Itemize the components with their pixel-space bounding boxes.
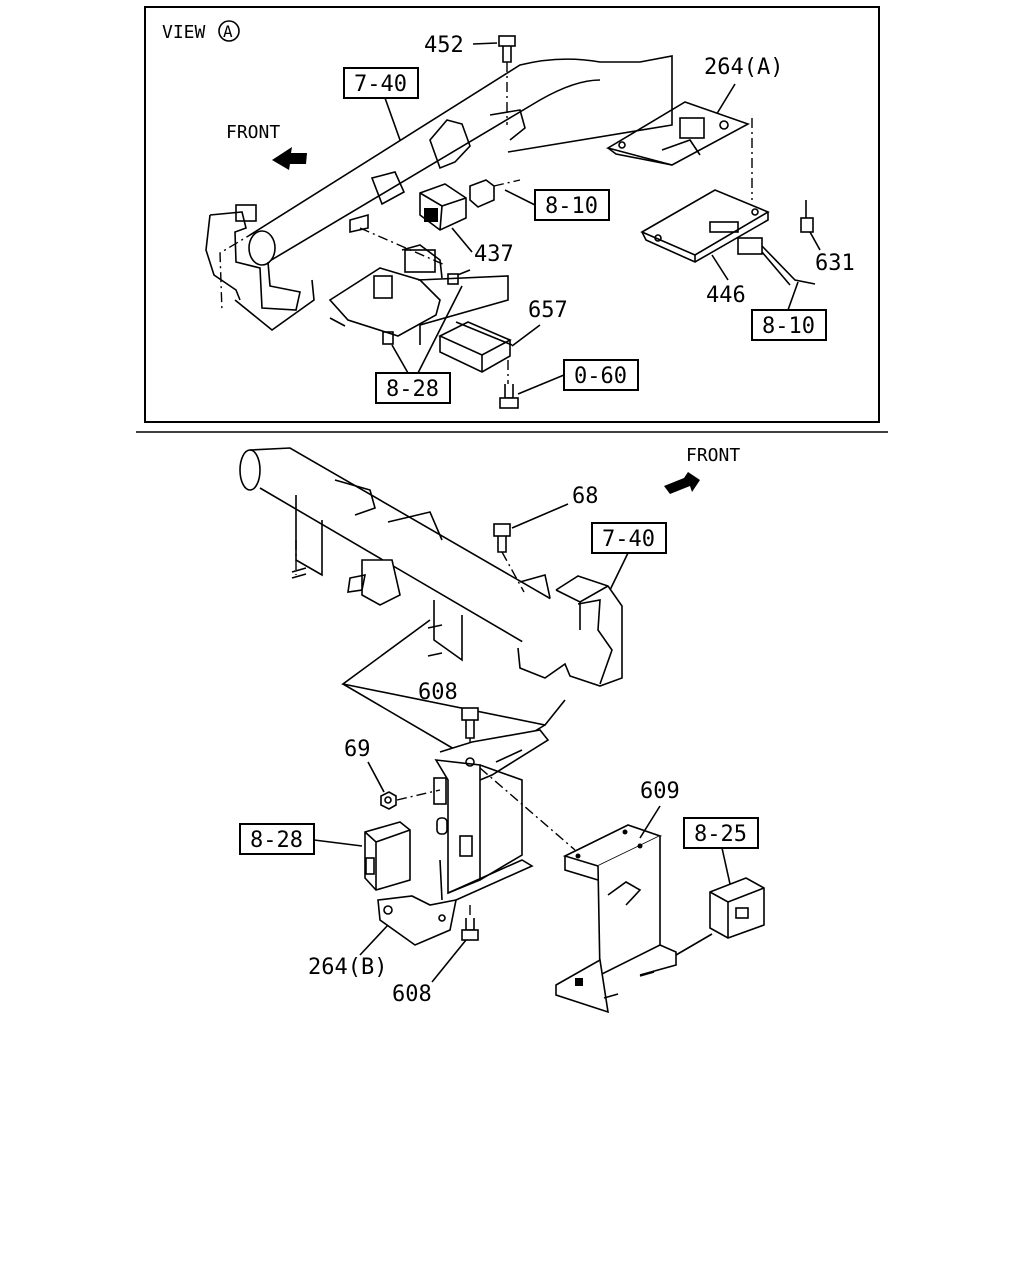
view-a-frame [144,6,880,423]
cross-beam-lower [239,447,623,687]
ref-7-40-upper: 7-40 [354,72,407,97]
view-letter-circle [218,20,240,42]
front-label-lower: FRONT [686,445,740,466]
part-264b: 264(B) [308,955,387,980]
part-608-top: 608 [418,680,458,705]
bolt-0-60 [499,360,519,409]
part-264a: 264(A) [704,55,783,80]
ref-8-28-upper: 8-28 [386,377,439,402]
bracket-657 [438,321,513,373]
ref-8-10-b: 8-10 [762,314,815,339]
cross-beam-upper [205,58,640,332]
ref-8-25: 8-25 [694,822,747,847]
front-arrow-upper-icon [272,147,307,170]
part-446: 446 [706,283,746,308]
nut-69 [380,789,441,810]
ref-box-7-40-lower [591,522,667,554]
part-609: 609 [640,779,680,804]
bracket-264a [605,101,750,166]
bolt-68 [493,523,525,593]
front-label-upper: FRONT [226,122,280,143]
bolt-452 [472,35,516,125]
relay-8-28 [364,821,411,891]
ref-8-28-lower: 8-28 [250,828,303,853]
ref-box-8-10-a [534,189,610,221]
ref-8-10-a: 8-10 [545,194,598,219]
part-608-bottom: 608 [392,982,432,1007]
ref-box-8-28-lower [239,823,315,855]
relay-437 [419,183,467,231]
ref-box-8-10-b [751,309,827,341]
ref-0-60: 0-60 [574,364,627,389]
bracket-group-upper [328,213,471,345]
view-letter: A [223,22,233,41]
front-arrow-lower-icon [664,472,700,494]
view-title: VIEW [162,22,206,43]
module-8-25 [675,877,765,956]
part-437: 437 [474,242,514,267]
ref-7-40-lower: 7-40 [602,527,655,552]
ref-box-8-25 [683,817,759,849]
part-68: 68 [572,484,599,509]
part-69: 69 [344,737,371,762]
connector-8-10-a [469,179,521,208]
ref-box-7-40-upper [343,67,419,99]
screw-631 [800,200,814,233]
part-452: 452 [424,33,464,58]
part-631: 631 [815,251,855,276]
bracket-lower-main [377,729,576,946]
part-657: 657 [528,298,568,323]
screw-608-bottom [461,905,479,941]
screw-608-top [461,707,479,765]
bracket-609 [555,824,677,1014]
module-446 [640,189,816,286]
ref-box-8-28-upper [375,372,451,404]
